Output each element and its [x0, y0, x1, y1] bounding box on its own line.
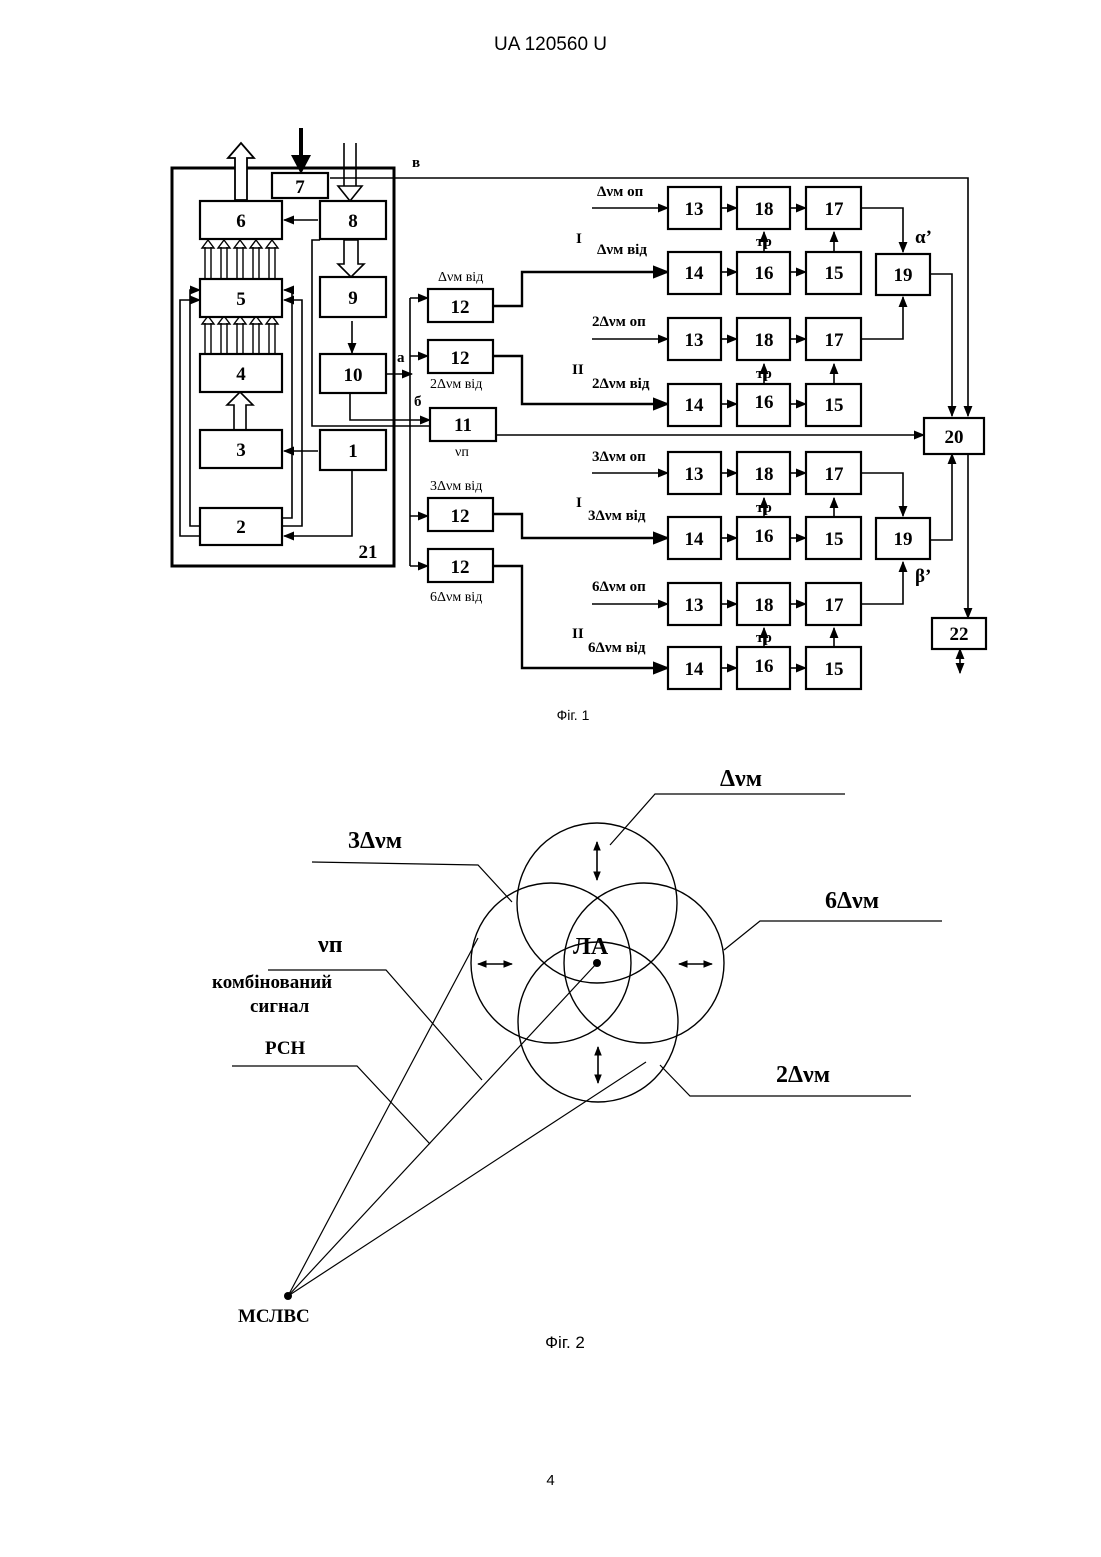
fig2-label-combined-1: комбінований: [212, 972, 332, 993]
mslvs-point: [284, 1292, 292, 1300]
fig2-label-3dvm: 3Δνм: [348, 828, 402, 854]
figure-2-caption: Фіг. 2: [545, 1333, 585, 1352]
fig2-label-combined-2: сигнал: [250, 996, 310, 1017]
la-point: [593, 959, 601, 967]
fig2-label-rsn: РСН: [265, 1038, 306, 1059]
fig2-label-la: ЛА: [573, 934, 609, 960]
circle-6dvm: [564, 883, 724, 1043]
page-number: 4: [0, 1472, 1101, 1489]
circle-3dvm: [471, 883, 631, 1043]
fig2-label-dvm: Δνм: [720, 766, 762, 792]
fig2-label-6dvm: 6Δνм: [825, 888, 879, 914]
fig2-label-mslvs: МСЛВС: [238, 1306, 310, 1327]
fig2-label-nu-p: νп: [317, 932, 343, 958]
fig2-label-2dvm: 2Δνм: [776, 1062, 830, 1088]
